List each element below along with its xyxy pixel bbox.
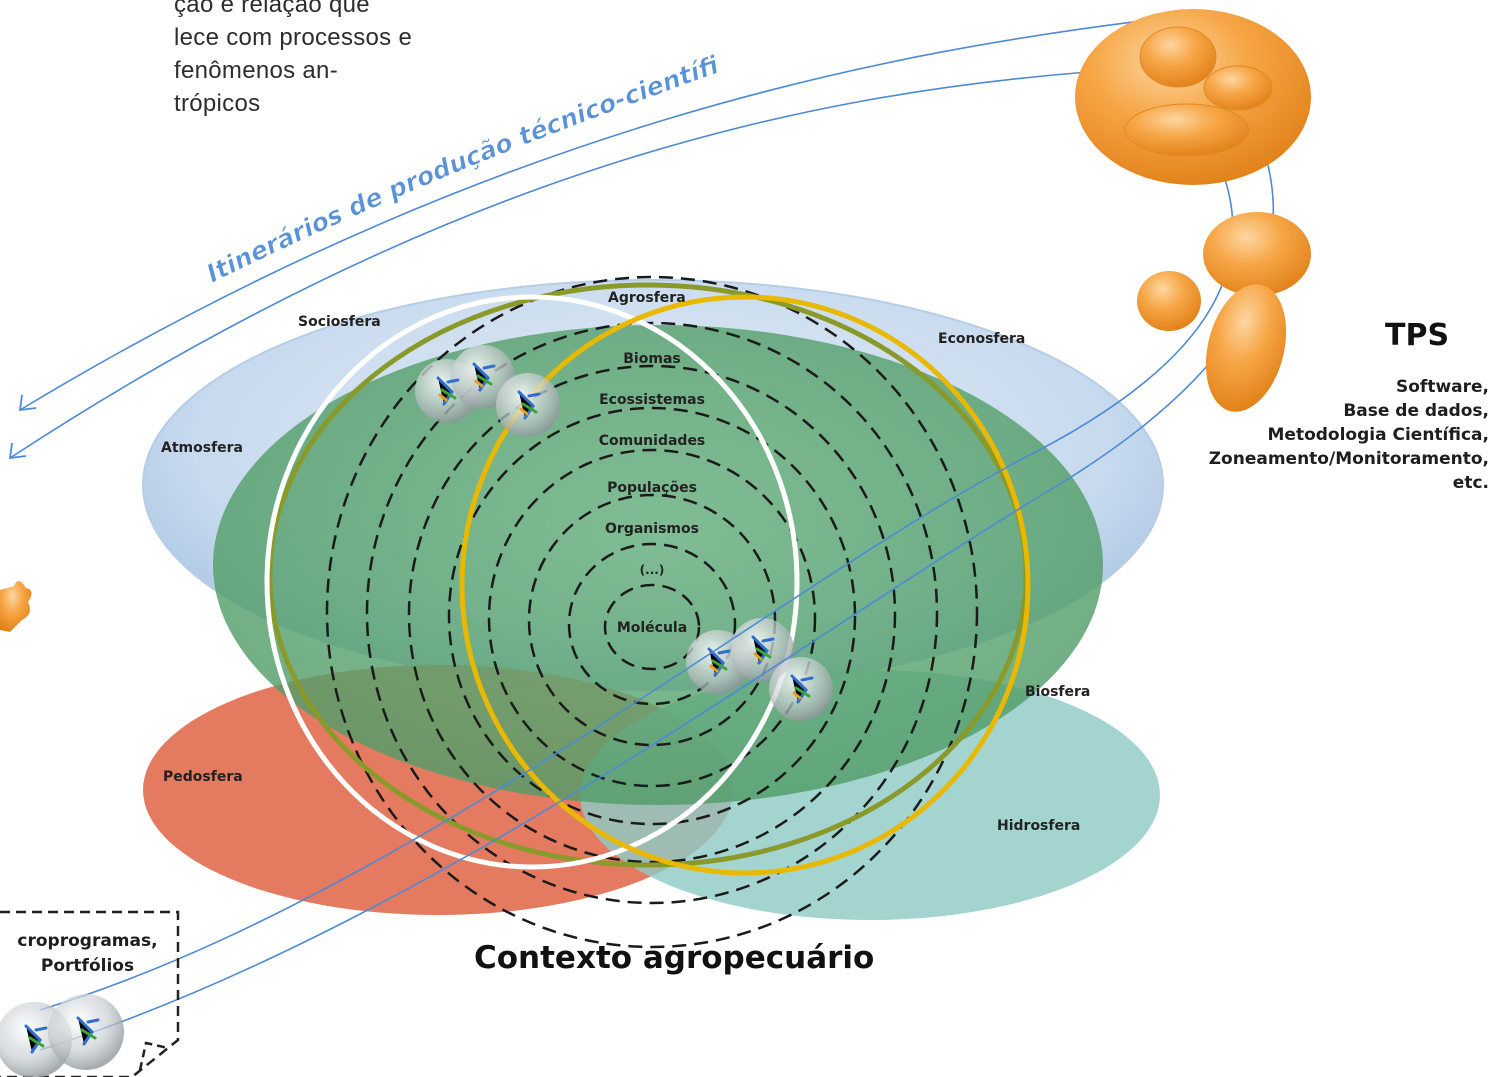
label-hidrosfera: Hidrosfera — [997, 818, 1080, 834]
molecule-cluster-mid — [686, 618, 833, 721]
tps-list-item: Software, — [1396, 377, 1489, 397]
tps-list-item: etc. — [1452, 473, 1489, 493]
label-biosfera: Biosfera — [1025, 684, 1090, 700]
intro-text: ção e relação que lece com processos e f… — [174, 0, 474, 120]
biosphere-ellipse — [213, 325, 1103, 805]
tps-title: TPS — [1385, 318, 1450, 353]
level-label-populacoes: Populações — [607, 480, 697, 496]
document-box-line: Portfólios — [40, 956, 135, 976]
molecule-cluster-top — [415, 345, 560, 437]
tps-list-item: Base de dados, — [1343, 401, 1489, 421]
intro-text-line: ção e relação que — [174, 0, 370, 18]
orange-puzzle-piece — [0, 580, 32, 632]
orange-group-figure — [1075, 9, 1311, 412]
intro-text-line: fenômenos an- — [174, 57, 339, 84]
label-pedosfera: Pedosfera — [163, 769, 243, 785]
intro-text-line: lece com processos e — [174, 24, 413, 51]
tps-list-item: Zoneamento/Monitoramento, — [1208, 449, 1489, 469]
document-box-line: croprogramas, — [17, 931, 158, 951]
level-label-ecossistemas: Ecossistemas — [599, 392, 705, 408]
arc-arrowheads — [8, 394, 37, 460]
document-box — [0, 910, 180, 1077]
level-rings — [325, 275, 979, 949]
label-sociosfera: Sociosfera — [298, 314, 381, 330]
level-label-comunidades: Comunidades — [599, 433, 706, 449]
tps-list-item: Metodologia Científica, — [1267, 425, 1490, 445]
level-label-ellipsis: (...) — [640, 563, 665, 577]
sociosphere-ring — [264, 294, 800, 870]
level-label-biomas: Biomas — [623, 351, 680, 367]
econosphere-ring — [459, 294, 1031, 876]
document-box-text: croprogramas, Portfólios — [0, 929, 175, 979]
level-label-organismos: Organismos — [605, 521, 699, 537]
diagram-caption: Contexto agropecuário — [474, 940, 875, 976]
label-agrosfera: Agrosfera — [608, 290, 686, 306]
level-label-molecula: Molécula — [617, 620, 687, 636]
label-atmosfera: Atmosfera — [161, 440, 243, 456]
tps-list: Software, Base de dados, Metodologia Cie… — [1209, 375, 1489, 495]
label-econosfera: Econosfera — [938, 331, 1025, 347]
intro-text-line: trópicos — [174, 90, 261, 117]
